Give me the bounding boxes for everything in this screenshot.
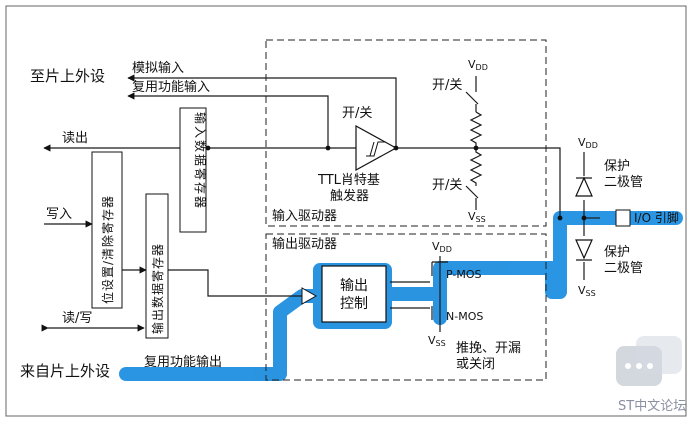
input-driver-label: 输入驱动器: [272, 208, 337, 224]
write-in-label: 写入: [46, 207, 72, 222]
input-data-register-label: 输入数据寄存器: [193, 112, 208, 210]
output-control-label-2: 控制: [340, 296, 368, 312]
output-control-label-1: 输出: [340, 278, 368, 294]
protection-diode-top: [575, 176, 593, 197]
vss-nmos-label: VSS: [428, 334, 446, 348]
output-control-block: [321, 265, 387, 323]
ttl-schmitt-label-2: 触发器: [330, 188, 369, 204]
vss-pulldown-label: VSS: [468, 210, 486, 224]
output-data-register: [145, 193, 169, 339]
push-pull-label-2: 或关闭: [456, 357, 495, 372]
ttl-schmitt-label-1: TTL肖特基: [317, 173, 380, 188]
protection-diode-top-label-1: 保护: [604, 159, 630, 174]
on-off-pullup-label: 开/关: [432, 78, 462, 93]
analog-input-line: [127, 74, 397, 148]
alt-input-line: [127, 92, 329, 148]
output-driver-box: [265, 233, 547, 381]
alt-function-input-label: 复用功能输入: [132, 79, 210, 95]
vdd-pmos-label: VDD: [432, 240, 452, 254]
vss-diode-label: VSS: [578, 284, 596, 298]
output-driver-label: 输出驱动器: [272, 236, 337, 252]
watermark-text: ST中文论坛: [618, 399, 686, 414]
p-mos-label: P-MOS: [446, 268, 482, 281]
output-buffer: [301, 287, 318, 305]
forum-watermark: ST中文论坛: [616, 336, 686, 414]
analog-input-label: 模拟输入: [132, 60, 184, 76]
n-mos-label: N-MOS: [446, 310, 483, 323]
alt-function-output-label: 复用功能输出: [144, 354, 222, 370]
to-peripheral-label: 至片上外设: [30, 67, 105, 85]
on-off-pulldown-label: 开/关: [432, 178, 462, 193]
protection-diode-bottom-label-1: 保护: [604, 245, 630, 260]
protection-diode-top-label-2: 二极管: [604, 175, 643, 190]
on-off-schmitt-label: 开/关: [342, 106, 372, 121]
io-pin-label: I/O 引脚: [634, 210, 679, 225]
output-data-register-label: 输出数据寄存器: [150, 243, 165, 334]
bit-set-reset-register-label: 位设置/清除寄存器: [100, 195, 115, 304]
vdd-diode-label: VDD: [578, 136, 598, 150]
input-data-register: [179, 107, 207, 233]
io-pin-box: [615, 209, 631, 227]
push-pull-label-1: 推挽、开漏: [456, 340, 521, 356]
vdd-pullup-label: VDD: [468, 58, 488, 72]
protection-diode-bottom-label-2: 二极管: [604, 261, 643, 276]
input-driver-box: [265, 39, 547, 227]
outer-frame: [5, 5, 687, 417]
protection-diode-bottom: [575, 239, 593, 261]
from-peripheral-label: 来自片上外设: [20, 362, 110, 380]
read-write-label: 读/写: [62, 311, 92, 326]
read-out-label: 读出: [62, 131, 88, 146]
bit-set-reset-register: [91, 151, 123, 309]
